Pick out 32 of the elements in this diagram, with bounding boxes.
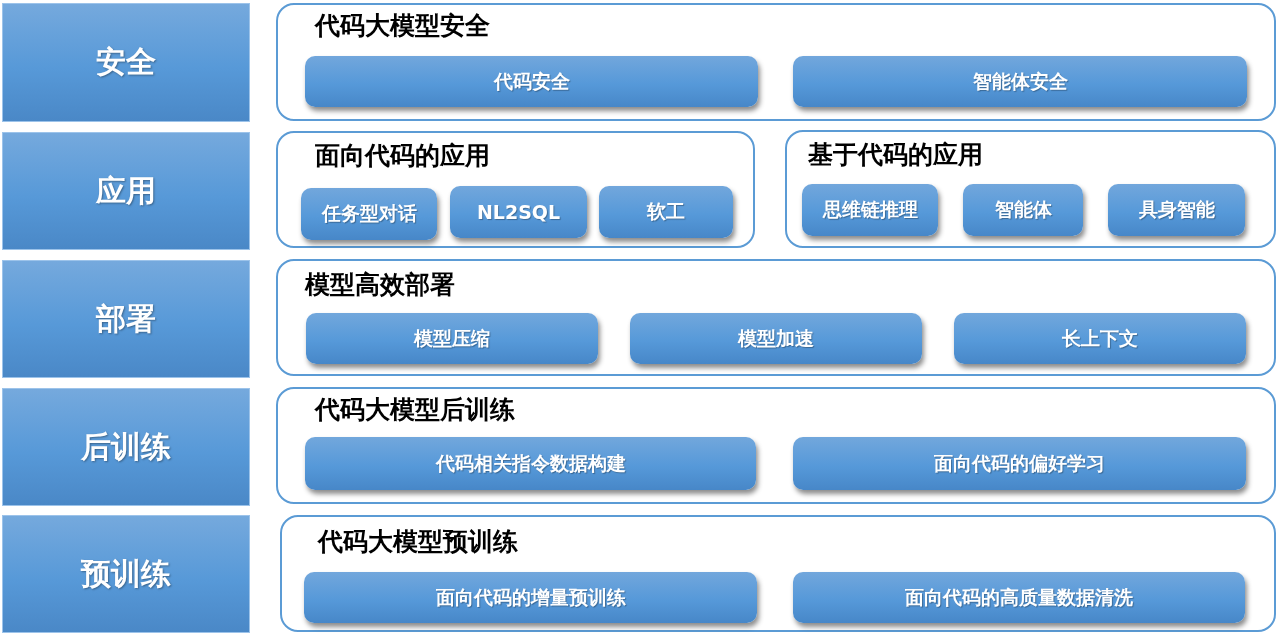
topic-box: 具身智能 [1108, 184, 1245, 236]
topic-box: 任务型对话 [301, 188, 437, 240]
layer-label-box: 安全 [2, 3, 250, 122]
topic-box: 长上下文 [954, 313, 1246, 364]
topic-box: 模型压缩 [306, 313, 598, 364]
topic-box: 软工 [599, 186, 733, 238]
topic-box: 面向代码的增量预训练 [304, 572, 757, 623]
panel-heading: 代码大模型安全 [315, 13, 490, 38]
topic-box: 面向代码的偏好学习 [793, 437, 1246, 490]
layer-label-box: 后训练 [2, 388, 250, 506]
panel-heading: 面向代码的应用 [315, 143, 490, 168]
panel-heading: 基于代码的应用 [808, 142, 983, 167]
topic-box: 面向代码的高质量数据清洗 [793, 572, 1245, 623]
topic-box: 代码相关指令数据构建 [305, 437, 756, 490]
topic-box: 智能体安全 [793, 56, 1247, 107]
group-panel [276, 3, 1276, 121]
group-panel [280, 515, 1276, 632]
layer-label-box: 部署 [2, 260, 250, 378]
group-panel [276, 387, 1276, 504]
layer-label-box: 预训练 [2, 515, 250, 633]
topic-box: 智能体 [963, 184, 1083, 236]
topic-box: NL2SQL [450, 186, 587, 238]
panel-heading: 模型高效部署 [305, 272, 455, 297]
topic-box: 代码安全 [305, 56, 758, 107]
group-panel [276, 259, 1276, 376]
panel-heading: 代码大模型后训练 [315, 397, 515, 422]
group-panel [276, 131, 755, 248]
group-panel [785, 130, 1276, 248]
topic-box: 思维链推理 [802, 184, 938, 236]
layer-label-box: 应用 [2, 132, 250, 250]
topic-box: 模型加速 [630, 313, 922, 364]
panel-heading: 代码大模型预训练 [318, 529, 518, 554]
